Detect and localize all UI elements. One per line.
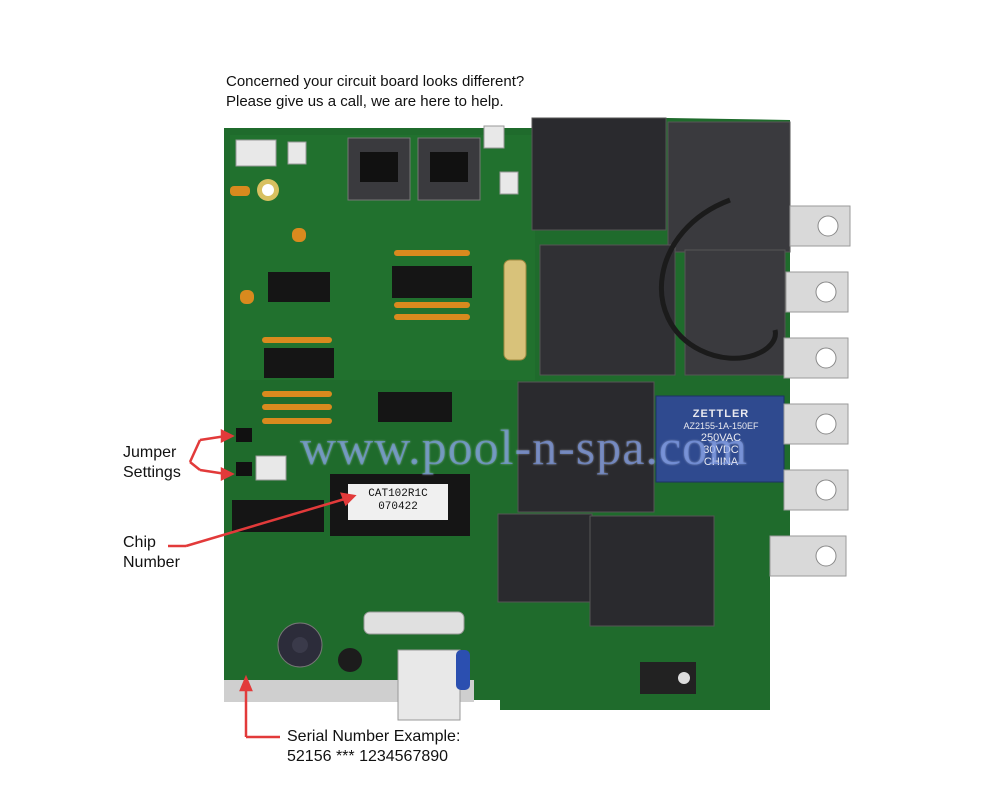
header-line-1: Concerned your circuit board looks diffe… [226,73,525,90]
ic-2 [392,266,472,298]
jumper-1 [236,428,252,442]
relay-label: ZETTLER AZ2155-1A-150EF 250VAC 30VDC CHI… [660,408,782,468]
watermark-text: www.pool-n-spa.com [300,419,749,475]
ic-4 [378,392,452,422]
header-line-2: Please give us a call, we are here to he… [226,93,504,110]
connector-bottom [397,649,461,721]
connector-top-right [483,125,505,149]
relay-1 [531,117,667,231]
header-text: Concerned your circuit board looks diffe… [226,72,524,112]
rj-jack-1-opening [360,152,398,182]
ic-chip-label [348,484,448,520]
chip-label-line-1: Chip [123,534,156,551]
annotation-arrows [168,428,357,739]
jumper-2 [236,462,252,476]
wire-loop [658,197,778,361]
relay-rating-dc: 30VDC [703,444,739,456]
serial-label-line-1: Serial Number Example: [287,728,461,745]
relay-3 [539,244,676,376]
connector-top-left [235,139,277,167]
relay-7 [589,515,715,627]
resistor-group [230,186,470,424]
chip-number-label: Chip Number [123,533,180,573]
ic-3 [264,348,334,378]
chip-label-line-2: Number [123,554,180,571]
relay-origin: CHINA [703,456,739,468]
relay-2 [667,121,791,253]
serial-label-line-2: 52156 *** 1234567890 [287,748,449,765]
rj-jack-2 [417,137,481,201]
serial-number-label: Serial Number Example: 52156 *** 1234567… [287,727,460,767]
jumper-settings-label: Jumper Settings [123,443,181,483]
relay-zettler-blue [655,395,785,483]
fuse-vertical [503,259,527,361]
relay-brand: ZETTLER [692,408,750,420]
relay-5 [517,381,655,513]
fuse-horizontal [363,611,465,635]
chip-date: 070422 [378,501,418,513]
blue-component [456,650,470,690]
connector-top-small [287,141,307,165]
rj-jack-2-opening [430,152,468,182]
connector-right-small [499,171,519,195]
jumper-label-line-1: Jumper [123,444,177,461]
jumper-connector [255,455,287,481]
capacitor-small [338,648,362,672]
terminal-holes [815,215,839,567]
chip-label-text: CAT102R1C 070422 [348,488,448,514]
relay-6 [497,513,593,603]
chip-id: CAT102R1C [368,488,428,500]
relay-4 [684,249,786,376]
ic-1 [268,272,330,302]
relay-model: AZ2155-1A-150EF [683,421,759,431]
jumper-label-line-2: Settings [123,464,181,481]
relay-rating-ac: 250VAC [700,432,742,444]
